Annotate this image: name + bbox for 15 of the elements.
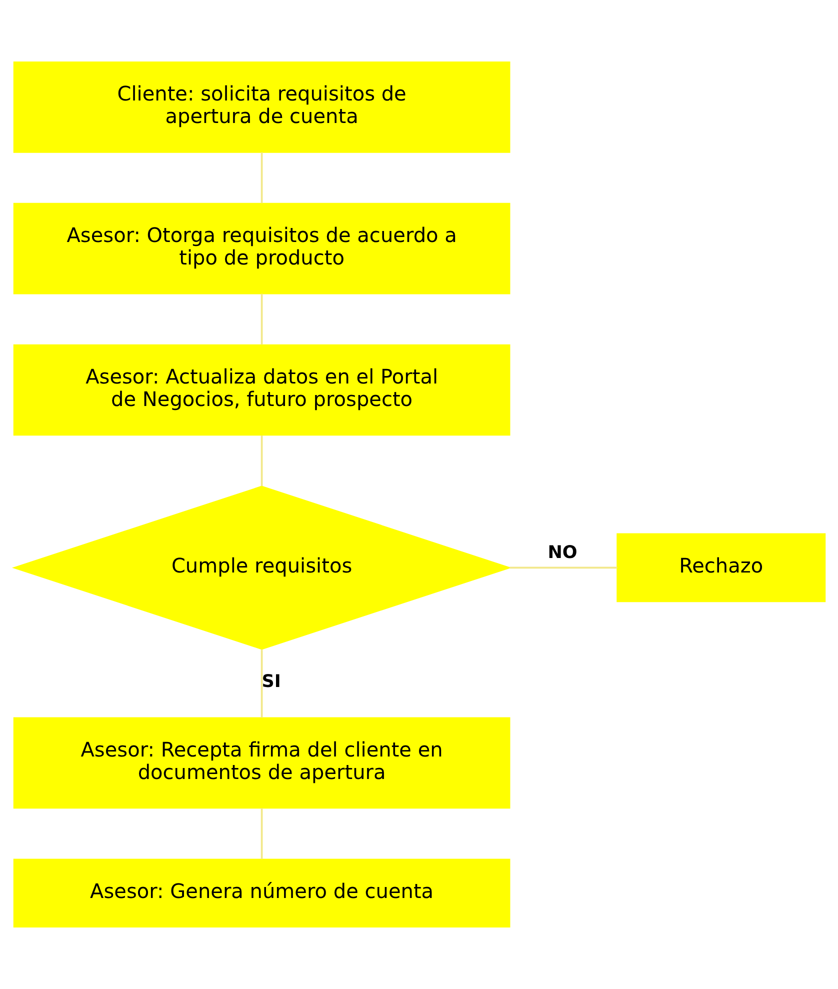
connector	[260, 294, 262, 345]
connector	[260, 808, 262, 860]
node-box: Cliente: solicita requisitos de apertura de cuenta	[12, 61, 510, 153]
edge-label: SI	[261, 672, 280, 692]
connector	[260, 650, 262, 718]
node-box: Rechazo	[616, 533, 826, 602]
connector	[260, 152, 262, 204]
edge-label: NO	[547, 542, 577, 563]
connector	[509, 566, 617, 569]
node-box: Asesor: Recepta firma del cliente en documentos de apertura	[12, 717, 510, 809]
node-box: Asesor: Actualiza datos en el Portal de Negocios, futuro prospecto	[12, 344, 510, 436]
node-box: Asesor: Otorga requisitos de acuerdo a tipo de producto	[12, 202, 510, 294]
node-box: Asesor: Genera número de cuenta	[12, 858, 510, 928]
connector	[260, 435, 262, 486]
node-diamond: Cumple requisitos	[12, 486, 512, 650]
